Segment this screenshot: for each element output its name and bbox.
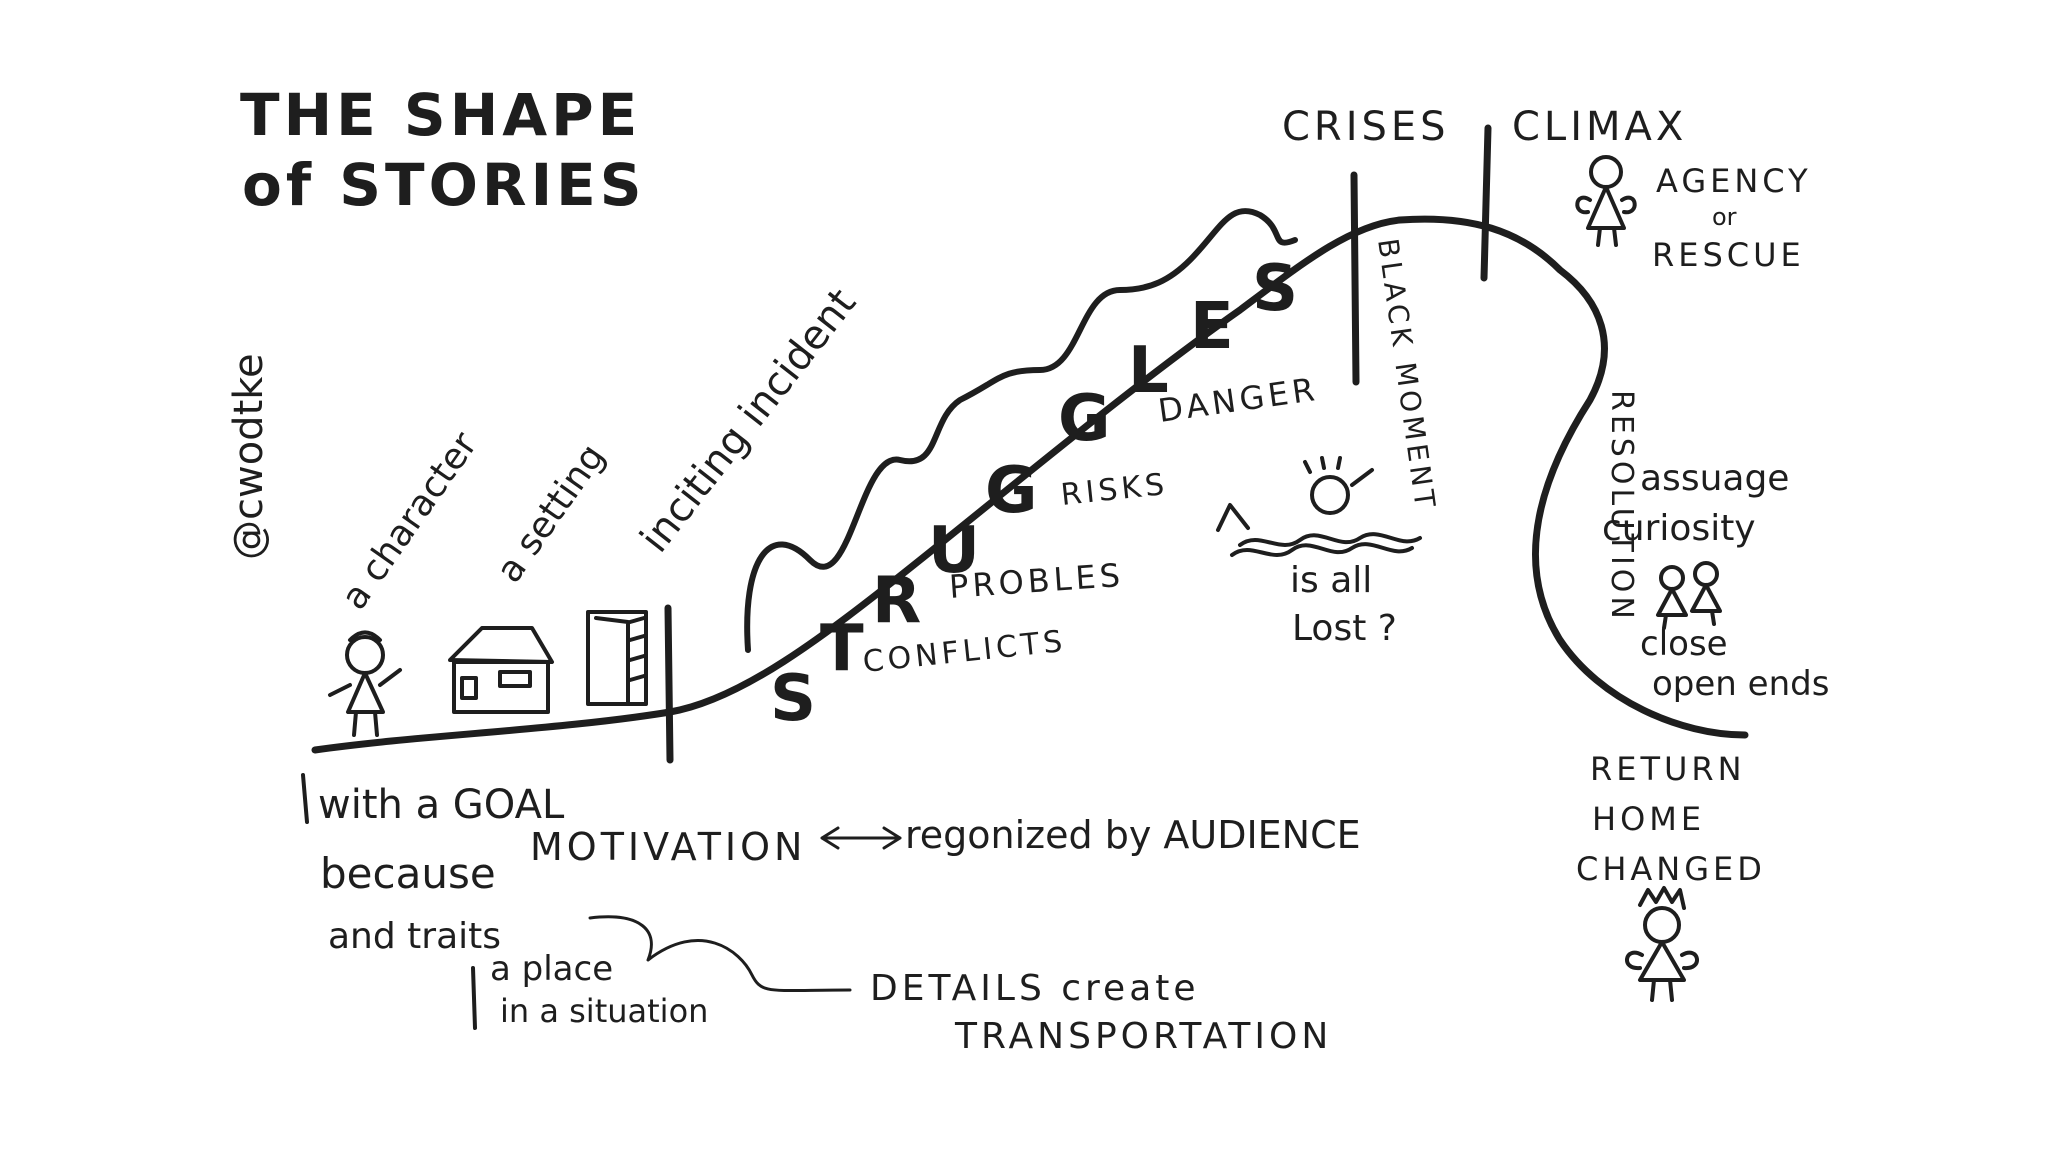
label-curiosity: curiosity [1602,508,1756,549]
label-home: HOME [1592,800,1705,838]
label-character: a character [334,425,486,617]
label-setting: a setting [489,437,613,590]
bracket-connector [588,915,852,993]
label-risks: RISKS [1059,467,1170,513]
label-situation: in a situation [500,992,708,1030]
label-danger: DANGER [1156,370,1321,430]
title-line-1: THE SHAPE [240,81,641,149]
divider-climax [1480,124,1492,282]
struggles-letter-8: E [1190,290,1238,364]
label-rescue: RESCUE [1652,236,1805,274]
label-open-ends: open ends [1652,664,1829,704]
label-changed: CHANGED [1576,850,1766,888]
label-or: or [1712,203,1737,231]
struggles-letter-9: S [1252,252,1302,326]
divider-black-moment [1350,171,1360,386]
label-black-moment: BLACK MOMENT [1371,236,1442,513]
struggles-letter-7: L [1128,334,1173,408]
door-icon [586,610,648,706]
label-place: a place [490,949,613,989]
struggles-letter-4: U [928,514,984,588]
drowning-figure-icon [1216,456,1422,557]
tick-goal [301,773,309,824]
label-details: DETAILS create [870,968,1200,1009]
story-arc-line [311,215,1749,754]
label-resolution: RESOLUTION [1604,390,1639,623]
struggles-letter-3: R [872,564,925,638]
label-agency: AGENCY [1656,162,1812,200]
label-transportation: TRANSPORTATION [954,1016,1332,1057]
struggles-letter-1: S [770,662,820,736]
label-because: because [320,849,496,898]
label-is-all: is all [1290,560,1372,601]
struggle-wave [744,208,1298,653]
label-goal: with a GOAL [318,782,565,828]
struggles-letter-5: G [985,454,1042,528]
struggles-letter-2: T [820,612,868,686]
house-icon [448,626,554,714]
label-recognized: regonized by AUDIENCE [905,813,1361,857]
label-close: close [1640,624,1728,664]
title-line-2: of STORIES [242,151,646,219]
label-inciting-incident: inciting incident [632,280,866,561]
two-figures-icon [1656,561,1722,630]
label-motivation: MOTIVATION [530,825,806,869]
label-crises: CRISES [1282,104,1450,150]
stick-figure-icon [328,630,402,737]
label-lost: Lost ? [1292,608,1397,649]
label-assuage: assuage [1640,458,1789,499]
struggles-letter-6: G [1058,382,1115,456]
author-handle: @cwodtke [226,353,272,560]
tick-place [471,966,477,1030]
label-climax: CLIMAX [1512,104,1687,150]
divider-inciting [664,604,674,764]
double-arrow [820,826,902,850]
struggles-letters: S T R U G G L E S [770,252,1302,736]
label-return: RETURN [1590,750,1746,788]
winged-figure-icon [1575,155,1637,247]
label-traits: and traits [328,916,501,957]
crowned-figure-icon [1625,886,1699,1002]
